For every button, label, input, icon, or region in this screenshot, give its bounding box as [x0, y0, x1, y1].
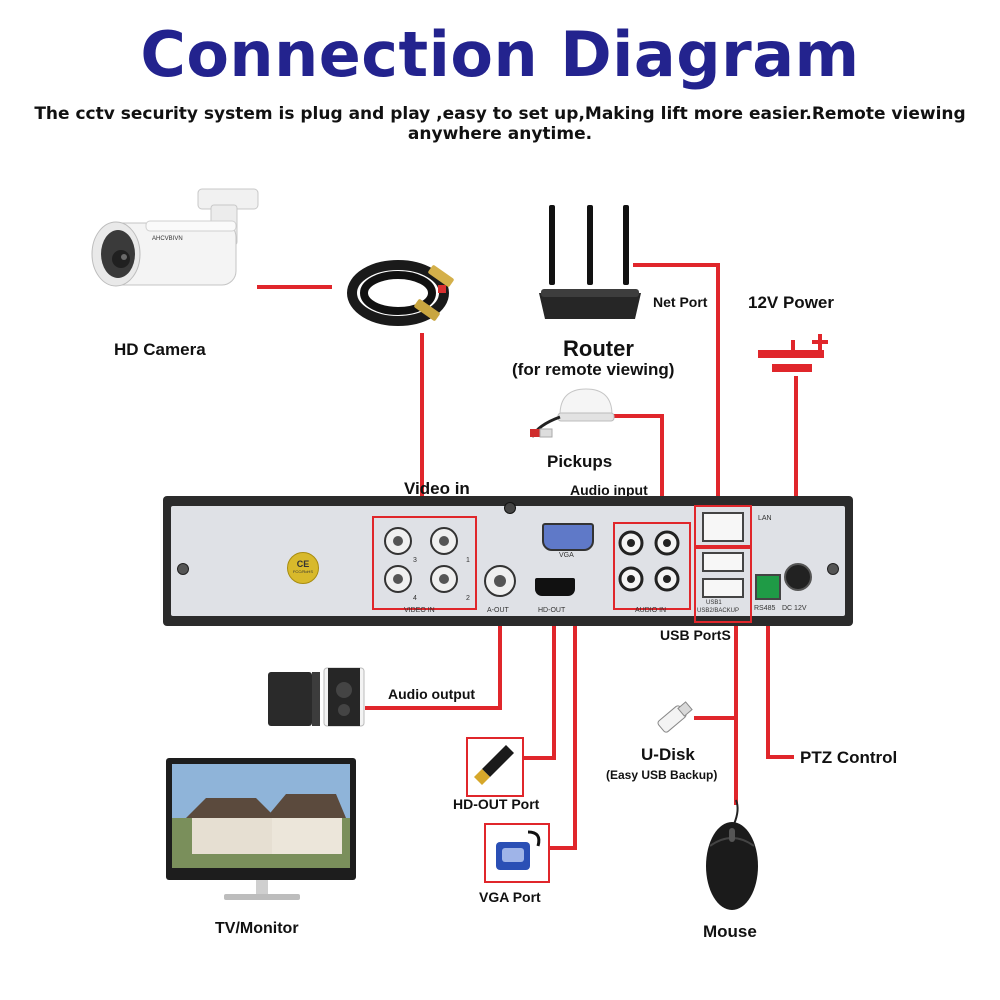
hd-camera-icon	[91, 188, 259, 287]
net-port-label: Net Port	[653, 294, 708, 310]
tv-monitor-icon	[166, 758, 356, 900]
usb2-panel-label: USB2/BACKUP	[697, 608, 740, 614]
lan-port-group[interactable]	[694, 505, 752, 549]
audio-out-port-icon[interactable]	[482, 563, 518, 599]
router-note: (for remote viewing)	[512, 360, 675, 379]
power-symbol-icon	[758, 334, 828, 372]
audio-in-panel-label: AUDIO IN	[635, 607, 667, 614]
audio-output-label: Audio output	[388, 686, 476, 702]
hdout-port-label: HD-OUT Port	[453, 796, 540, 812]
channel-3-label: 3	[413, 557, 417, 564]
rs485-terminal[interactable]	[755, 574, 781, 600]
pickup-mic-icon	[530, 388, 615, 438]
video-in-label: Video in	[404, 479, 470, 498]
ce-sticker: CE FCC/RoHS	[287, 552, 319, 584]
rs485-panel-label: RS485	[754, 605, 776, 612]
camera-brand: AHCVBIVN	[152, 236, 183, 242]
router-icon	[539, 205, 641, 319]
page-subtitle: The cctv security system is plug and pla…	[34, 104, 966, 144]
screw-icon	[177, 563, 189, 575]
dc-power-jack[interactable]	[784, 563, 812, 591]
lan-port[interactable]	[702, 512, 744, 542]
vga-panel-label: VGA	[559, 552, 574, 559]
udisk-note: (Easy USB Backup)	[606, 768, 718, 782]
video-in-panel-label: VIDEO IN	[404, 607, 435, 614]
power-label: 12V Power	[748, 293, 834, 312]
page-title: Connection Diagram	[140, 18, 860, 91]
screw-icon	[504, 502, 516, 514]
mouse-label: Mouse	[703, 922, 757, 941]
dc-panel-label: DC 12V	[782, 605, 807, 612]
speaker-icon	[268, 667, 365, 727]
udisk-label: U-Disk	[641, 745, 695, 764]
vga-port-label: VGA Port	[479, 889, 541, 905]
hd-out-port[interactable]	[535, 578, 575, 596]
usb-port-2[interactable]	[702, 578, 744, 598]
hd-out-panel-label: HD-OUT	[538, 607, 566, 614]
ce-text: CE	[296, 559, 310, 569]
tv-monitor-label: TV/Monitor	[215, 920, 299, 937]
hd-camera-label: HD Camera	[114, 340, 206, 359]
channel-1-label: 1	[466, 557, 470, 564]
pickups-label: Pickups	[547, 452, 613, 471]
hdmi-cable-icon	[474, 745, 514, 785]
audio-input-label: Audio input	[570, 482, 648, 498]
ce-subtext: FCC/RoHS	[292, 569, 313, 574]
mouse-icon	[706, 799, 758, 910]
bnc-port-icon[interactable]	[378, 523, 468, 598]
vga-cable-box	[484, 823, 550, 883]
lan-panel-label: LAN	[758, 515, 772, 522]
video-in-port-group[interactable]	[372, 516, 477, 610]
usb1-panel-label: USB1	[706, 600, 722, 606]
audio-in-port-group[interactable]	[613, 522, 691, 610]
channel-2-label: 2	[466, 595, 470, 602]
usb-port-1[interactable]	[702, 552, 744, 572]
rca-port-icon[interactable]	[617, 527, 687, 599]
coax-cable-icon	[347, 260, 454, 326]
channel-4-label: 4	[413, 595, 417, 602]
screw-icon	[827, 563, 839, 575]
router-label: Router	[563, 336, 634, 361]
ptz-control-label: PTZ Control	[800, 748, 898, 767]
a-out-panel-label: A-OUT	[487, 607, 509, 614]
usb-port-group[interactable]	[694, 545, 752, 623]
usb-ports-label: USB PortS	[660, 627, 731, 643]
vga-cable-icon	[496, 830, 541, 870]
usb-flash-drive-icon	[657, 701, 693, 733]
vga-port[interactable]	[542, 523, 594, 551]
